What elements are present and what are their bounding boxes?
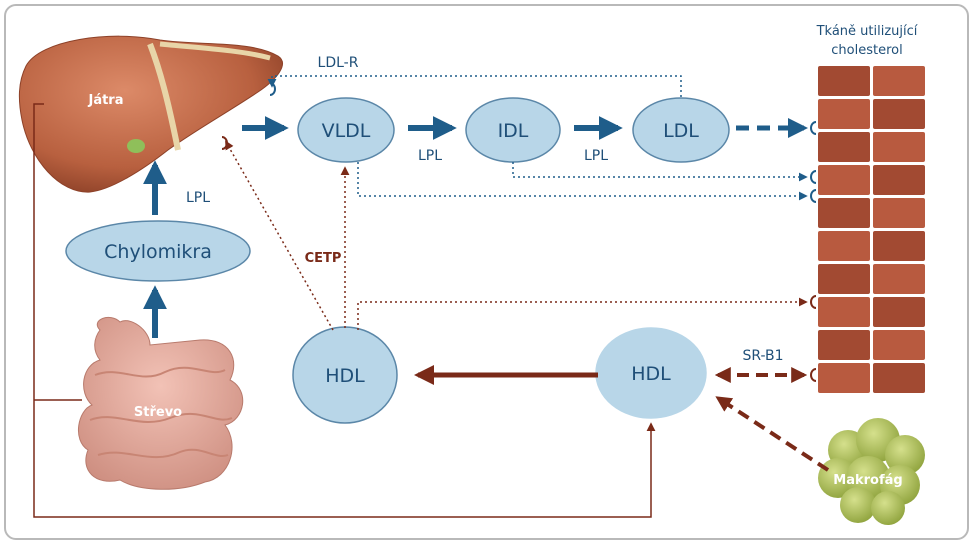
label-cetp: CETP bbox=[305, 251, 342, 266]
tissue-brick bbox=[818, 132, 870, 162]
tissue-title-line2: cholesterol bbox=[831, 43, 902, 58]
macrophage-label: Makrofág bbox=[833, 473, 902, 488]
arrow-idl-to-tissue bbox=[512, 162, 808, 182]
idl-label: IDL bbox=[498, 120, 529, 142]
vldl-label: VLDL bbox=[322, 120, 371, 142]
arrow-loop-to-hdl bbox=[33, 103, 656, 518]
node-vldl: VLDL bbox=[297, 97, 395, 163]
macrophage-illustration: Makrofág bbox=[818, 418, 925, 525]
tissue-brick bbox=[818, 264, 870, 294]
tissue-brick bbox=[818, 297, 870, 327]
tissue-brick bbox=[873, 363, 925, 393]
tissue-brick bbox=[818, 231, 870, 261]
tissue-brick bbox=[818, 363, 870, 393]
tissue-brick bbox=[873, 264, 925, 294]
tissue-brick bbox=[818, 66, 870, 96]
receptor-hooks-brown bbox=[221, 136, 817, 382]
tissue-brick bbox=[873, 231, 925, 261]
hdl-left-label: HDL bbox=[325, 365, 365, 387]
label-lpl-vldl-idl: LPL bbox=[418, 148, 442, 164]
tissue-brick bbox=[818, 330, 870, 360]
intestine-label: Střevo bbox=[134, 405, 182, 420]
tissue-brick-wall bbox=[818, 66, 925, 393]
label-sr-b1: SR-B1 bbox=[742, 348, 783, 364]
tissue-brick bbox=[873, 165, 925, 195]
receptor-hooks bbox=[269, 82, 817, 203]
ldl-label: LDL bbox=[663, 120, 699, 142]
arrow-hdl-to-liver-cetp bbox=[225, 140, 334, 331]
tissue-brick bbox=[873, 297, 925, 327]
node-ldl: LDL bbox=[632, 97, 730, 163]
arrow-hdl-to-tissue bbox=[357, 297, 808, 330]
node-idl: IDL bbox=[465, 97, 561, 163]
tissue-brick bbox=[818, 198, 870, 228]
hdl-right-label: HDL bbox=[631, 363, 671, 385]
tissue-brick bbox=[818, 99, 870, 129]
node-hdl-right: HDL bbox=[595, 327, 707, 419]
tissue-brick bbox=[873, 198, 925, 228]
liver-illustration: Játra bbox=[18, 35, 283, 193]
label-ldl-r: LDL-R bbox=[318, 55, 359, 71]
chylomicron-label: Chylomikra bbox=[104, 241, 212, 263]
tissue-brick bbox=[818, 165, 870, 195]
arrow-vldl-to-tissue bbox=[357, 162, 808, 201]
tissue-brick bbox=[873, 330, 925, 360]
liver-label: Játra bbox=[87, 93, 123, 108]
node-hdl-left: HDL bbox=[292, 326, 398, 424]
tissue-brick bbox=[873, 99, 925, 129]
tissue-title-line1: Tkáně utilizující bbox=[816, 24, 918, 39]
label-lpl-idl-ldl: LPL bbox=[584, 148, 608, 164]
intestine-illustration: Střevo bbox=[77, 317, 244, 490]
label-lpl-chylo: LPL bbox=[186, 190, 210, 206]
tissue-brick bbox=[873, 66, 925, 96]
node-chylomicron: Chylomikra bbox=[65, 220, 251, 282]
arrow-macrophage-to-hdl bbox=[715, 396, 830, 472]
arrow-ldl-r-return bbox=[267, 75, 682, 97]
tissue-brick bbox=[873, 132, 925, 162]
